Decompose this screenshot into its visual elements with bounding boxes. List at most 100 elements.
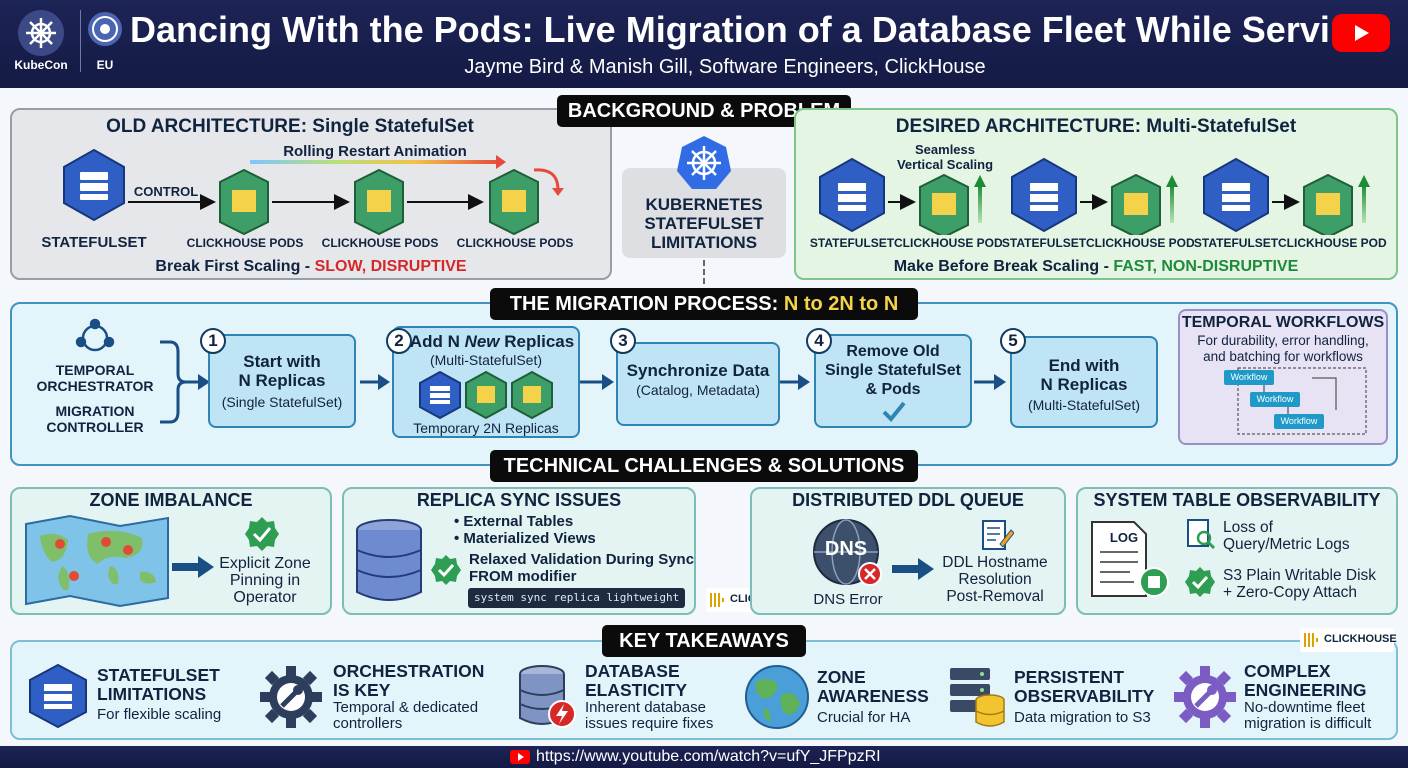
pod-label: CLICKHOUSE POD xyxy=(1086,236,1195,250)
desired-architecture-caption: Make Before Break Scaling - FAST, NON-DI… xyxy=(893,258,1299,275)
old-architecture-diagram xyxy=(63,148,564,236)
sync-command-code: system sync replica lightweight xyxy=(468,588,686,608)
control-label: CONTROL xyxy=(133,184,199,199)
temporal-workflows-title: TEMPORAL WORKFLOWS xyxy=(1181,314,1385,331)
statefulset-label: STATEFULSET xyxy=(41,234,147,251)
video-url-link[interactable]: https://www.youtube.com/watch?v=ufY_JFPp… xyxy=(536,748,881,765)
header-bar xyxy=(0,0,1408,88)
old-architecture-title: OLD ARCHITECTURE: Single StatefulSet xyxy=(106,116,474,137)
check-badge-icon xyxy=(1185,567,1215,597)
database-icon xyxy=(356,519,422,601)
connector-dashed xyxy=(703,260,705,284)
dns-error-label: DNS Error xyxy=(813,591,883,608)
pod-label: CLICKHOUSE POD xyxy=(1278,236,1387,250)
statefulset-hexagon-icon xyxy=(29,664,87,728)
page-subtitle: Jayme Bird & Manish Gill, Software Engin… xyxy=(464,56,986,78)
step-2-number: 2 xyxy=(386,328,412,354)
step-4-number: 4 xyxy=(806,328,832,354)
globe-icon xyxy=(745,665,809,729)
takeaway-5-desc: Data migration to S3 xyxy=(1014,709,1151,726)
check-badge-icon xyxy=(245,517,279,551)
observability-item-2: S3 Plain Writable Disk+ Zero-Copy Attach xyxy=(1223,567,1377,601)
database-bolt-icon xyxy=(519,665,576,728)
kubecon-logo xyxy=(18,10,64,56)
rolling-gradient-bar xyxy=(250,160,500,164)
step-2-pods-icons xyxy=(419,370,553,420)
bullet-materialized-views: • Materialized Views xyxy=(454,530,596,547)
step-5-number: 5 xyxy=(1000,328,1026,354)
temporal-orchestrator-icon xyxy=(75,318,115,352)
checkmark-icon xyxy=(882,401,906,422)
clickhouse-logo: CLICKHOUSE xyxy=(1300,628,1397,652)
pods-label: CLICKHOUSE PODS xyxy=(186,236,304,250)
kubernetes-icon xyxy=(676,134,732,190)
gear-wrench-icon xyxy=(260,666,322,728)
dns-globe-icon xyxy=(813,519,882,586)
old-architecture-caption: Break First Scaling - SLOW, DISRUPTIVE xyxy=(155,258,467,275)
temporal-workflows-desc: For durability, error handling,and batch… xyxy=(1197,333,1369,364)
workflow-node: Workflow xyxy=(1274,414,1324,429)
step-1-number: 1 xyxy=(200,328,226,354)
step-5-sub: (Multi-StatefulSet) xyxy=(1027,397,1141,413)
step-3-title: Synchronize Data xyxy=(626,361,770,380)
rolling-arrow-head xyxy=(496,155,506,169)
desired-architecture-diagram xyxy=(819,157,1370,235)
statefulset-label: STATEFULSET xyxy=(1193,236,1279,250)
step-5-box xyxy=(1010,336,1158,428)
ddl-queue-title: DISTRIBUTED DDL QUEUE xyxy=(792,490,1024,510)
step-2-title: Add N New Replicas xyxy=(409,332,575,351)
ddl-queue-card xyxy=(750,487,1066,615)
replica-sync-title: REPLICA SYNC ISSUES xyxy=(416,490,622,510)
migration-process-pill: THE MIGRATION PROCESS: N to 2N to N xyxy=(490,288,918,320)
pods-label: CLICKHOUSE PODS xyxy=(321,236,439,250)
challenges-pill: TECHNICAL CHALLENGES & SOLUTIONS xyxy=(490,450,918,482)
takeaways-pill: KEY TAKEAWAYS xyxy=(602,625,806,657)
gear-wrench-purple-icon xyxy=(1174,666,1236,728)
step-3-number: 3 xyxy=(610,328,636,354)
document-edit-icon xyxy=(982,520,1014,550)
youtube-icon[interactable] xyxy=(1332,14,1390,52)
footer-bar xyxy=(0,746,1408,768)
step-4-box xyxy=(814,334,972,428)
observability-title: SYSTEM TABLE OBSERVABILITY xyxy=(1093,490,1381,510)
step-1-sub: (Single StatefulSet) xyxy=(221,394,343,410)
kubecon-label: KubeCon xyxy=(14,58,68,72)
arrow-icon xyxy=(172,556,214,578)
server-storage-icon xyxy=(950,668,1005,727)
arrow-icon xyxy=(892,558,934,580)
desired-architecture-title: DESIRED ARCHITECTURE: Multi-StatefulSet xyxy=(895,116,1297,137)
page-title: Dancing With the Pods: Live Migration of… xyxy=(130,9,1374,50)
step-2-sub: (Multi-StatefulSet) xyxy=(429,352,543,368)
eu-globe-icon xyxy=(88,12,122,46)
takeaway-1-desc: For flexible scaling xyxy=(97,706,222,723)
world-map-icon xyxy=(25,514,169,608)
takeaway-4-desc: Crucial for HA xyxy=(817,709,911,726)
statefulset-label: STATEFULSET xyxy=(809,236,895,250)
replica-bullets: • External Tables • Materialized Views xyxy=(454,513,596,547)
migration-flow-diagram xyxy=(75,318,1006,424)
clickhouse-logo-text: CLICKHOUSE xyxy=(1324,633,1397,645)
log-document-icon xyxy=(1091,521,1169,597)
statefulset-label: STATEFULSET xyxy=(1001,236,1087,250)
dns-text: DNS xyxy=(824,538,868,560)
step-1-box xyxy=(208,334,356,428)
header-divider xyxy=(80,10,81,72)
pods-label: CLICKHOUSE PODS xyxy=(456,236,574,250)
eu-label: EU xyxy=(96,58,114,72)
youtube-small-icon[interactable] xyxy=(510,750,530,764)
